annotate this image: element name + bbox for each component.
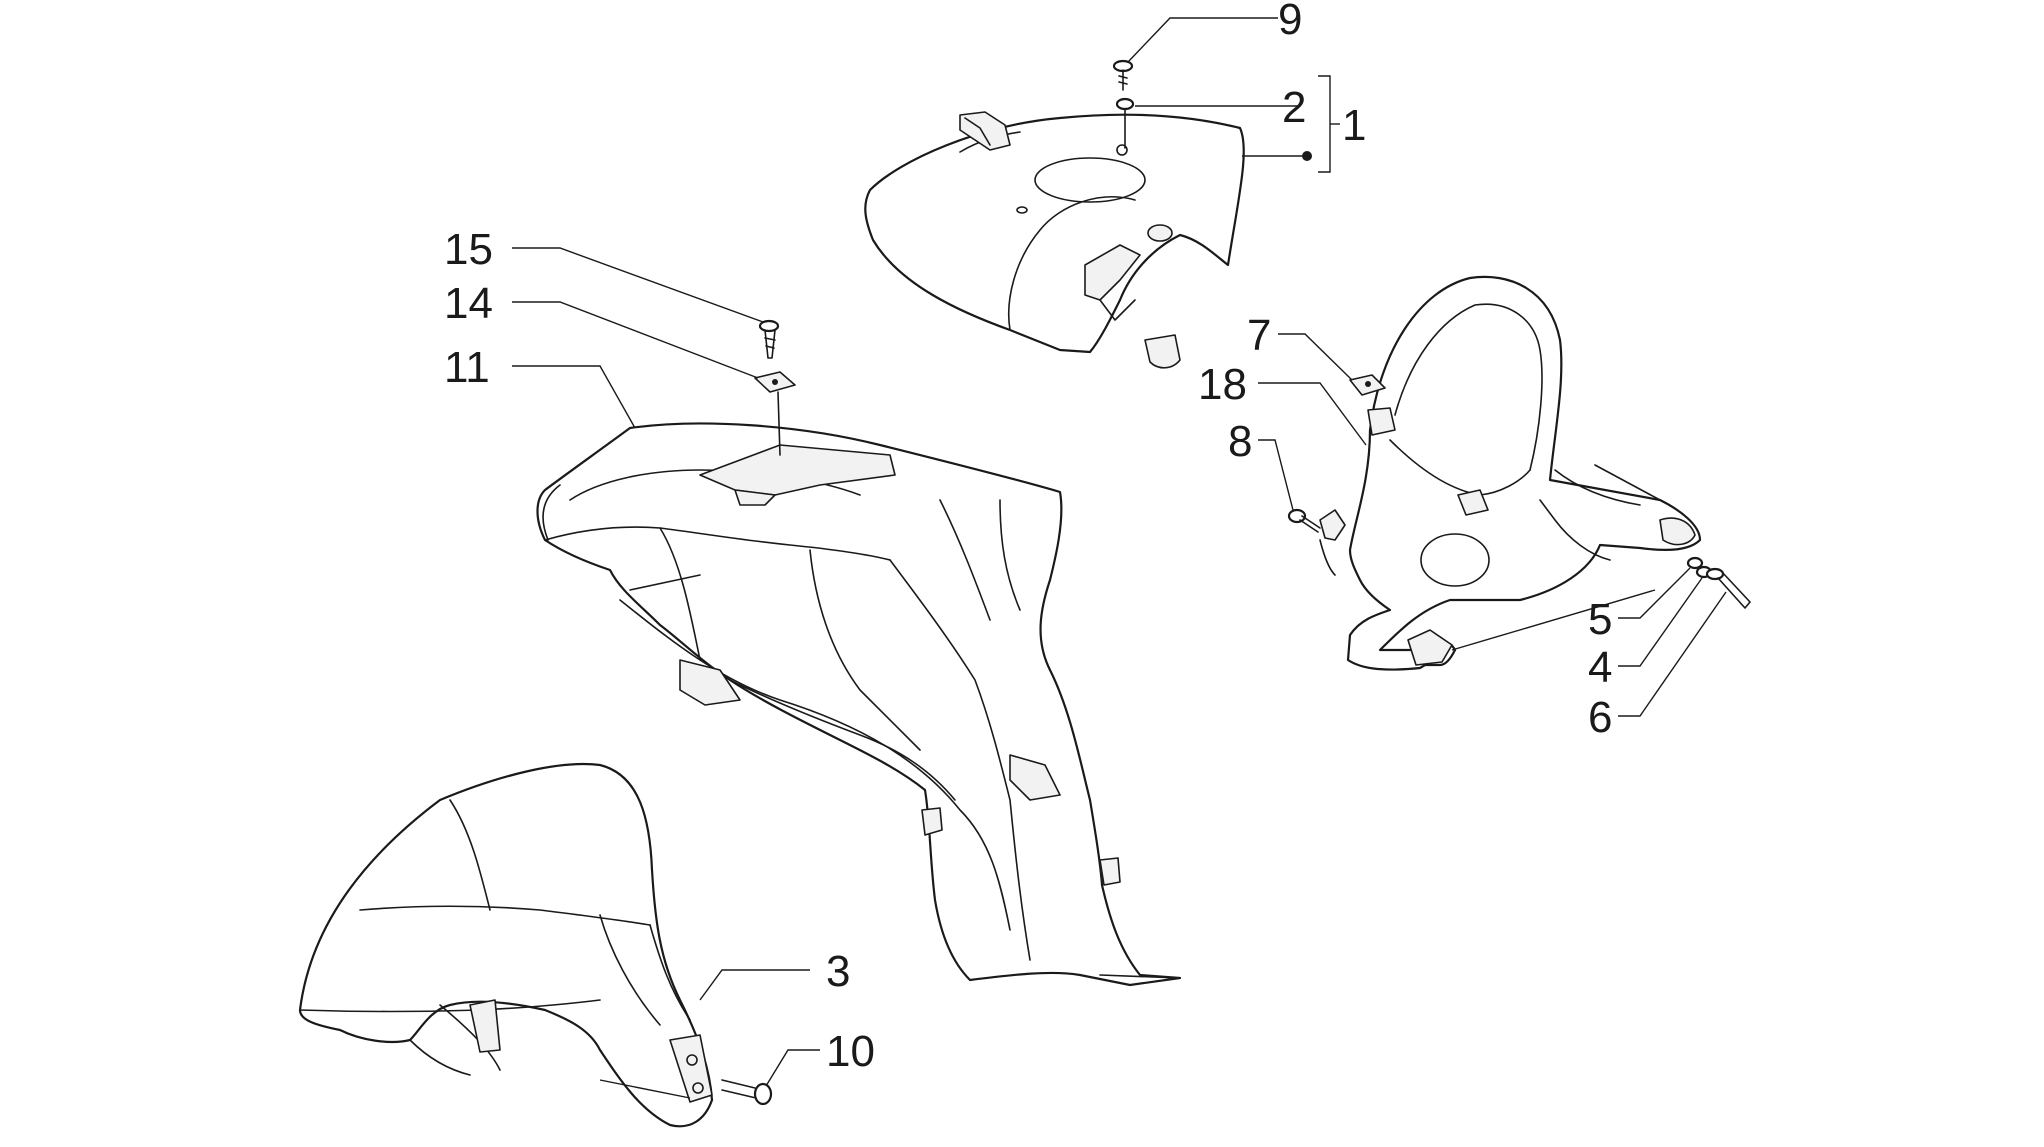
callout-10: 10 — [826, 1027, 875, 1076]
callout-2: 2 — [1282, 83, 1306, 132]
callout-1: 1 — [1342, 101, 1366, 150]
callout-8: 8 — [1228, 417, 1252, 466]
leader-3 — [699, 969, 810, 1001]
leader-14 — [512, 301, 759, 379]
screw-8 — [1287, 508, 1321, 533]
leader-18 — [1258, 382, 1367, 446]
callout-5: 5 — [1588, 595, 1612, 644]
callout-15: 15 — [444, 225, 493, 274]
part-1-marker-dot — [1302, 151, 1312, 161]
leader-4 — [1618, 577, 1703, 667]
part-11-leg-shield — [536, 422, 1182, 987]
leader-15 — [512, 247, 764, 323]
callout-4: 4 — [1588, 643, 1612, 692]
leader-9 — [1127, 17, 1278, 63]
leader-8 — [1258, 439, 1294, 511]
callout-14: 14 — [444, 279, 493, 328]
clip-7 — [1349, 374, 1386, 396]
callout-11: 11 — [444, 343, 490, 392]
leader-10 — [765, 1049, 820, 1087]
leader-1-bracket — [1318, 75, 1331, 173]
leader-lines — [512, 17, 1727, 1099]
part-18-front-cover — [1319, 275, 1702, 671]
washer-2 — [1115, 97, 1135, 149]
leader-6 — [1618, 591, 1727, 717]
callout-18: 18 — [1198, 360, 1247, 409]
part-1-rear-housing — [864, 111, 1245, 369]
leader-11 — [512, 365, 636, 429]
leader-7 — [1278, 333, 1353, 381]
leader-5-part — [1451, 589, 1656, 651]
callout-6: 6 — [1588, 693, 1612, 742]
leader-5 — [1618, 567, 1691, 619]
part-3-front-mudguard — [298, 762, 714, 1128]
screw-10 — [721, 1079, 773, 1106]
callout-labels: 9 2 1 15 14 11 7 18 8 5 4 6 3 10 — [444, 0, 1612, 1076]
callout-9: 9 — [1278, 0, 1302, 44]
bolt-6 — [1705, 567, 1751, 609]
screw-15 — [758, 319, 780, 359]
leader-3-lower — [599, 1079, 691, 1099]
screw-9 — [1112, 59, 1134, 91]
callout-3: 3 — [826, 947, 850, 996]
washer-5 — [1686, 556, 1704, 570]
clip-14 — [754, 371, 796, 456]
callout-7: 7 — [1247, 311, 1271, 360]
